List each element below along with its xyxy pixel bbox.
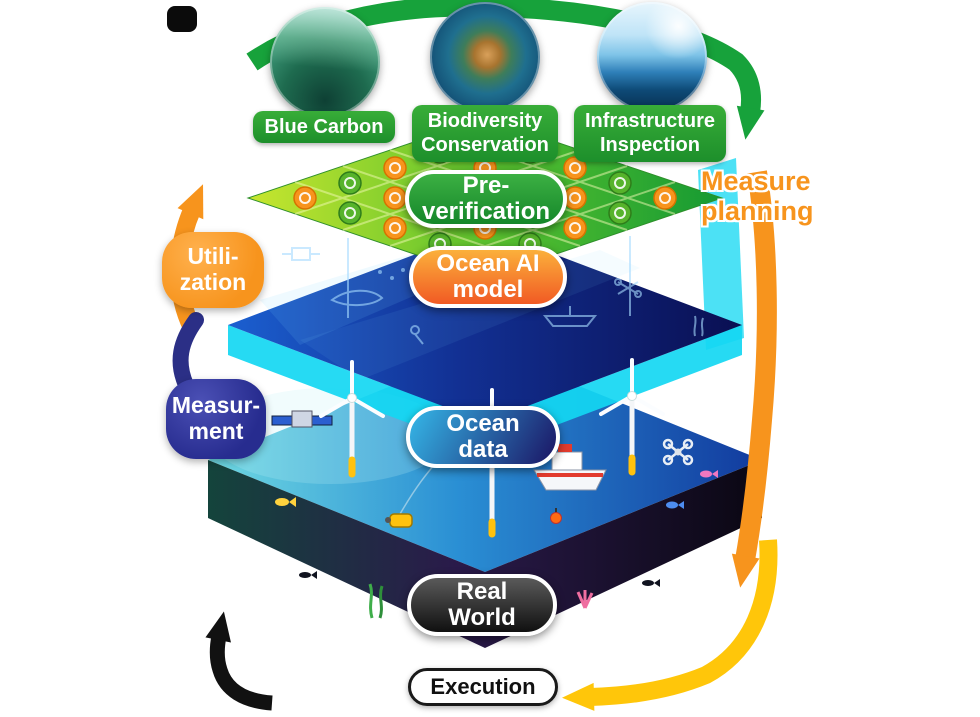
measurement-label: Measur-ment: [166, 379, 266, 459]
drone-icon: [662, 438, 694, 466]
measurement-flow-arrow: [172, 312, 204, 393]
label-line: Conservation: [421, 134, 549, 157]
wireframe-turbine-icon: [347, 236, 631, 318]
buoy-icon: [550, 508, 562, 524]
satellite-icon: [271, 410, 333, 428]
research-ship-icon: [533, 444, 607, 491]
wireframe-drone-icon: [614, 278, 642, 298]
pill-line: Ocean AI: [436, 250, 540, 278]
pill-line: model: [452, 276, 524, 303]
blue-carbon-label: Blue Carbon: [253, 111, 395, 144]
pill-line: Ocean: [446, 410, 520, 438]
offshore-wind-photo: [597, 2, 707, 112]
pill-line: data: [458, 436, 508, 463]
black-node-icon: [167, 6, 197, 32]
label-line: zation: [179, 269, 247, 295]
label-line: planning: [701, 196, 814, 227]
fish-icon: [275, 470, 718, 509]
wind-turbine-icon: [599, 358, 665, 476]
seaweed-icon: [368, 583, 384, 619]
execution-pill: Execution: [408, 668, 558, 706]
sea-turtle-photo: [430, 2, 540, 112]
label-line: Blue Carbon: [264, 116, 384, 138]
feedback-arrow: [205, 611, 273, 711]
pill-line: Execution: [430, 674, 536, 699]
cyan-glow-accent: [698, 158, 744, 350]
wireframe-satellite-icon: [282, 247, 320, 261]
pill-line: verification: [421, 198, 551, 225]
coral-icon: [576, 590, 594, 609]
wireframe-diver-icon: [410, 325, 424, 345]
pill-line: World: [448, 604, 516, 631]
blue-carbon-photo: [270, 7, 380, 117]
pill-line: Real: [456, 578, 508, 606]
wireframe-fish-school-icon: [378, 268, 405, 280]
utilization-label: Utili-zation: [162, 232, 264, 308]
fish-icon: [299, 571, 660, 587]
label-line: Infrastructure: [584, 110, 716, 132]
label-line: Biodiversity: [427, 110, 543, 132]
label-line: Utili-: [187, 243, 239, 270]
label-line: ment: [188, 418, 244, 444]
wireframe-ship-icon: [542, 306, 598, 327]
execution-arrow: [562, 539, 778, 711]
wireframe-coral-icon: [693, 315, 704, 337]
label-line: Measur-: [171, 392, 261, 419]
pill-line: Pre-: [462, 172, 510, 200]
label-line: Measure: [701, 166, 811, 196]
wind-turbine-icon: [319, 360, 385, 478]
label-line: Inspection: [599, 134, 700, 157]
pre-verification-pill: Pre-verification: [405, 170, 567, 228]
measure-planning-arrow: [731, 170, 777, 588]
